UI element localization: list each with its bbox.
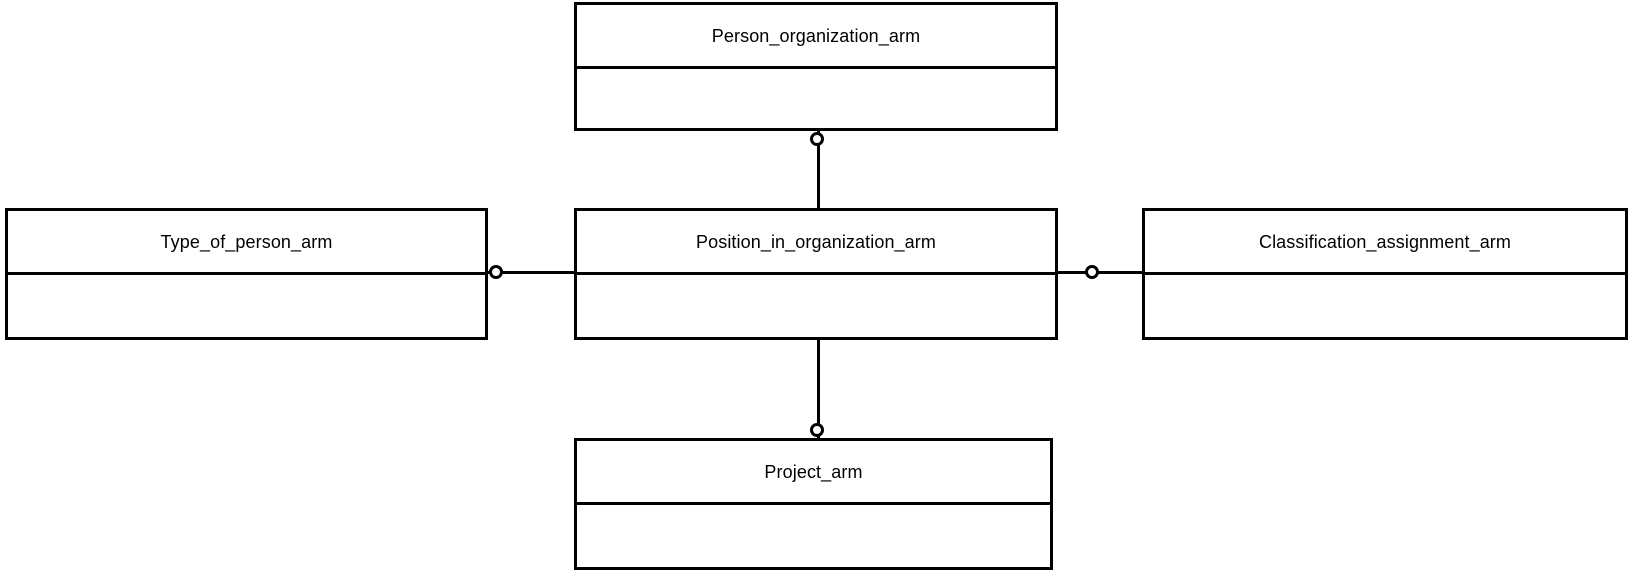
connector-line-person-organization	[817, 131, 820, 211]
entity-title-row: Project_arm	[577, 441, 1050, 505]
entity-attribute-row	[1145, 275, 1625, 337]
connector-line-project	[817, 340, 820, 439]
entity-box-type-of-person-arm[interactable]: Type_of_person_arm	[5, 208, 488, 340]
connector-circle-type-of-person[interactable]	[489, 265, 503, 279]
entity-attribute-row	[577, 505, 1050, 567]
entity-title-row: Position_in_organization_arm	[577, 211, 1055, 275]
entity-title-label: Classification_assignment_arm	[1258, 231, 1511, 252]
connector-circle-classification-assignment[interactable]	[1085, 265, 1099, 279]
entity-box-person-organization-arm[interactable]: Person_organization_arm	[574, 2, 1058, 131]
entity-title-label: Project_arm	[764, 461, 863, 482]
entity-box-position-in-organization-arm[interactable]: Position_in_organization_arm	[574, 208, 1058, 340]
entity-title-row: Person_organization_arm	[577, 5, 1055, 69]
entity-attribute-row	[577, 69, 1055, 128]
entity-title-row: Classification_assignment_arm	[1145, 211, 1625, 275]
entity-box-classification-assignment-arm[interactable]: Classification_assignment_arm	[1142, 208, 1628, 340]
entity-title-label: Position_in_organization_arm	[696, 231, 936, 252]
entity-title-label: Person_organization_arm	[711, 25, 921, 46]
entity-title-row: Type_of_person_arm	[8, 211, 485, 275]
entity-attribute-row	[8, 275, 485, 337]
connector-circle-person-organization[interactable]	[810, 132, 824, 146]
entity-box-project-arm[interactable]: Project_arm	[574, 438, 1053, 570]
connector-circle-project[interactable]	[810, 423, 824, 437]
connector-line-type-of-person	[488, 271, 576, 274]
entity-title-label: Type_of_person_arm	[160, 231, 333, 252]
entity-attribute-row	[577, 275, 1055, 337]
connector-line-classification-assignment	[1056, 271, 1144, 274]
